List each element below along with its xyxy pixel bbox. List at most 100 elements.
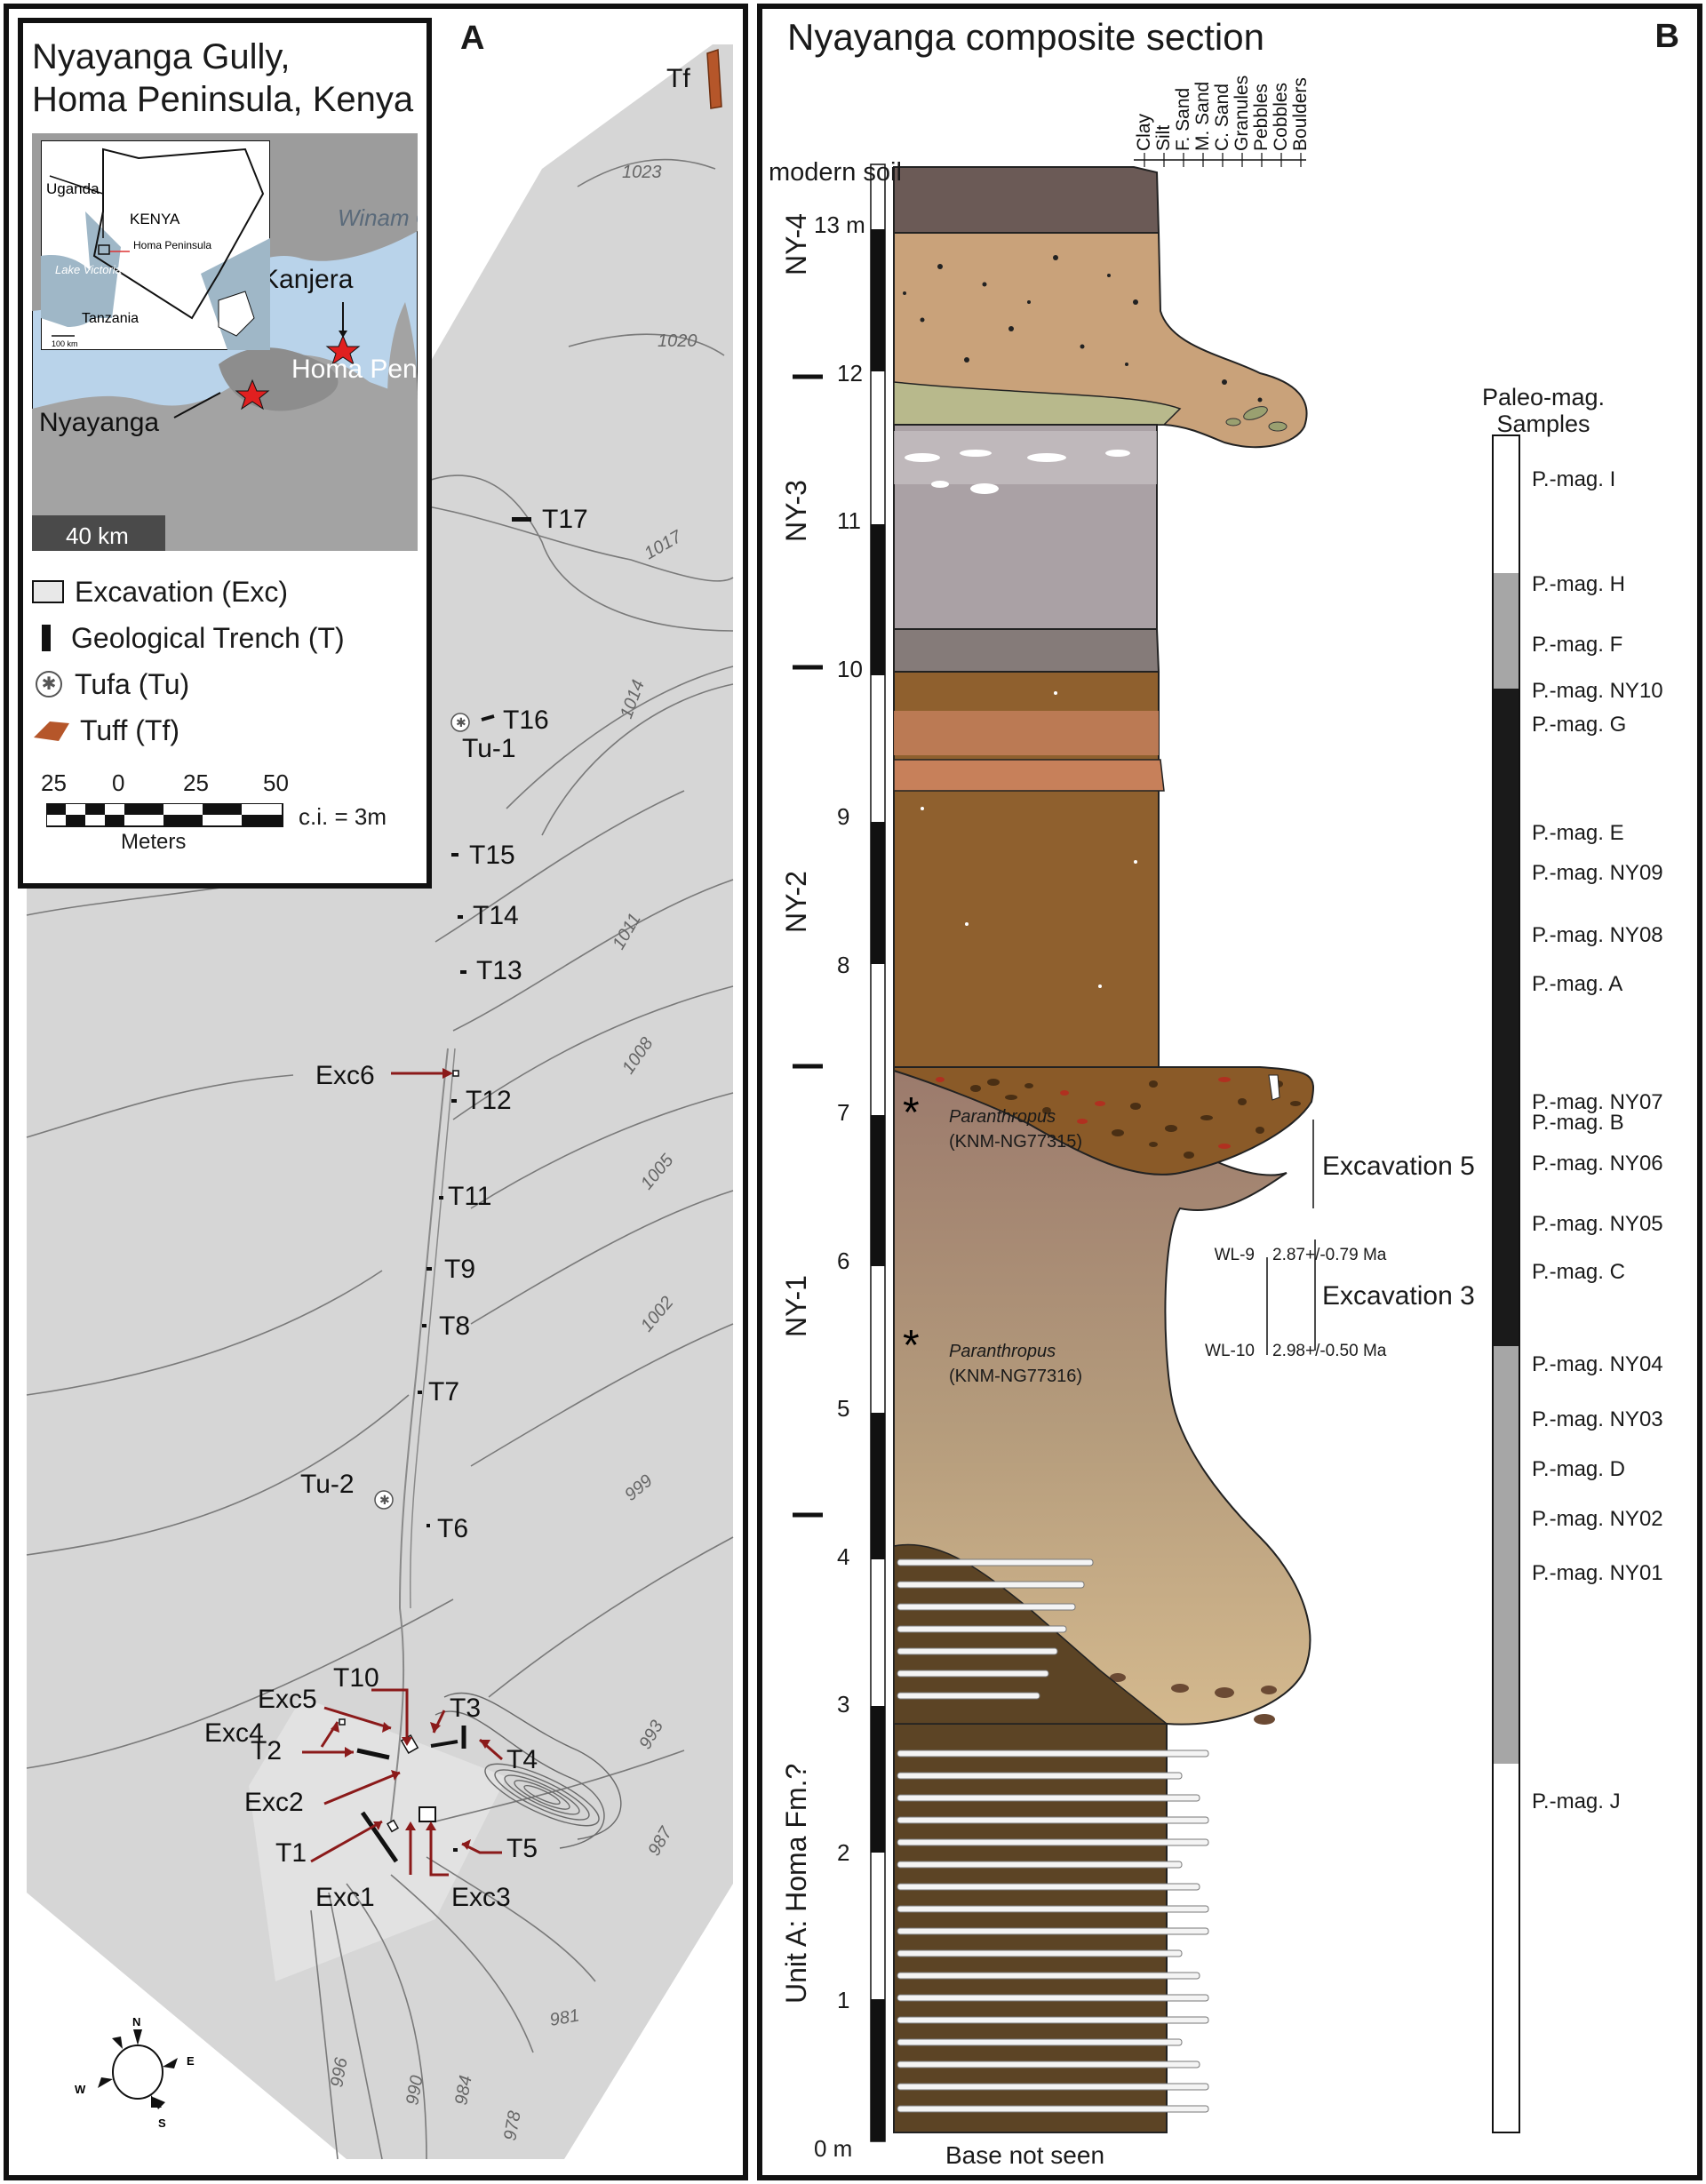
legend-label: Geological Trench (T) <box>71 621 345 654</box>
meter-label: 10 <box>837 655 863 682</box>
paleomag-sample: P.-mag. C <box>1532 1260 1625 1284</box>
ny3-base-layer <box>893 628 1160 673</box>
lens-clasts <box>936 1077 1301 1159</box>
excavation-label: Exc6 <box>315 1061 375 1090</box>
trench-marker <box>422 1324 426 1327</box>
fossil-bone-icon <box>1268 1074 1280 1101</box>
white-interbed <box>897 1816 1209 1824</box>
base-label: Base not seen <box>945 2141 1105 2169</box>
trench-marker <box>426 1267 432 1271</box>
tufa-icon <box>450 713 470 732</box>
white-interbed <box>897 1750 1209 1758</box>
legend-inset-box: Nyayanga Gully, Homa Peninsula, Kenya Wi… <box>18 18 432 889</box>
inset-scale-label: 100 km <box>52 339 78 348</box>
meter-label: 5 <box>837 1395 850 1422</box>
trench-marker <box>426 1524 430 1527</box>
unit-label: NY-3 <box>780 480 812 542</box>
trench-label: T7 <box>428 1377 459 1407</box>
tufa-label: Tu-1 <box>462 734 516 763</box>
map-title-line: Nyayanga Gully, <box>32 37 291 76</box>
trench-label: T4 <box>506 1745 538 1774</box>
compass-e: E <box>187 2054 195 2068</box>
compass-rose: N E S W <box>75 2015 195 2130</box>
scale-bar: 25 0 25 50 Meters c.i. = 3m <box>41 769 432 876</box>
trench-marker <box>481 714 495 721</box>
paleomag-sample: P.-mag. E <box>1532 821 1624 845</box>
trench-label: T9 <box>444 1255 475 1284</box>
white-interbed <box>897 1972 1200 1980</box>
meter-label: 0 m <box>814 2134 853 2162</box>
white-interbed <box>897 2105 1209 2113</box>
excavation-marker <box>452 1070 459 1077</box>
paleomag-sample: P.-mag. NY08 <box>1532 923 1663 947</box>
unit-label: NY-2 <box>780 871 812 933</box>
paleomag-sample: P.-mag. D <box>1532 1457 1625 1481</box>
ny2-red-band <box>894 711 1159 755</box>
trench-label: T6 <box>437 1514 468 1543</box>
white-interbed <box>897 1883 1200 1891</box>
scale-unit: Meters <box>121 830 187 854</box>
legend-label: Tuff (Tf) <box>80 713 179 746</box>
paleomag-sample: P.-mag. NY04 <box>1532 1352 1663 1376</box>
white-interbed <box>897 1994 1209 2002</box>
country-inset: Uganda KENYA Lake Victoria Homa Peninsul… <box>41 140 270 350</box>
white-interbed <box>897 1861 1183 1869</box>
trench-label: T13 <box>476 956 522 985</box>
grain-size-label: F. Sand <box>1173 88 1193 151</box>
lens-clast <box>987 1079 1000 1086</box>
paleomag-sample: P.-mag. NY09 <box>1532 861 1663 885</box>
trench-label: T10 <box>333 1663 379 1693</box>
scale-bar-graphic <box>46 803 283 827</box>
white-interbed <box>897 1625 1067 1633</box>
excavation-label: Exc5 <box>258 1685 317 1714</box>
trench-marker <box>458 915 463 919</box>
white-interbed <box>897 1949 1183 1957</box>
paleomag-sample: P.-mag. B <box>1532 1111 1624 1135</box>
legend-item-tufa: ✱ Tufa (Tu) <box>32 661 423 707</box>
tufa-icon: ✱ <box>36 671 62 697</box>
meter-label: 8 <box>837 951 850 978</box>
excavation-marker <box>387 1819 399 1833</box>
ny2-specks <box>921 691 1137 988</box>
legend-item-trench: Geological Trench (T) <box>32 615 423 661</box>
excavation5-lens <box>893 1066 1315 1176</box>
lens-clast <box>1200 1115 1213 1120</box>
paleomag-sample: P.-mag. G <box>1532 713 1627 737</box>
compass-s: S <box>158 2116 166 2130</box>
paleomag-sample: P.-mag. NY10 <box>1532 679 1663 703</box>
section-title: Nyayanga composite section <box>787 16 1264 58</box>
grain-size-label: Silt <box>1153 125 1174 151</box>
meter-label: 11 <box>837 507 861 534</box>
paleomag-column <box>1492 434 1520 2133</box>
scale-label: 40 km <box>66 522 129 549</box>
panel-letter: B <box>1654 18 1679 55</box>
trench-marker <box>418 1391 422 1394</box>
meter-label: 7 <box>837 1099 850 1126</box>
fossil-asterisk: * <box>903 1322 920 1369</box>
uganda-label: Uganda <box>46 180 100 197</box>
grain-size-label: Clay <box>1134 113 1154 151</box>
grain-size-label: Boulders <box>1290 77 1311 151</box>
scale-tick: 25 <box>41 769 67 796</box>
white-interbed <box>897 1647 1058 1655</box>
white-interbed <box>897 1692 1040 1700</box>
fossil-genus: Paranthropus <box>949 1342 1056 1361</box>
lens-clast <box>1184 1152 1194 1159</box>
unit-label: NY-1 <box>780 1275 812 1337</box>
lens-clast <box>1060 1090 1069 1096</box>
lens-clast <box>1095 1101 1105 1106</box>
meter-label: 4 <box>837 1542 850 1570</box>
white-interbed <box>897 2016 1209 2024</box>
paleomag-sample: P.-mag. NY03 <box>1532 1407 1663 1431</box>
meter-label: 2 <box>837 1838 850 1866</box>
map-title: Nyayanga Gully, Homa Peninsula, Kenya <box>32 36 413 121</box>
paleomag-sample: P.-mag. A <box>1532 972 1623 996</box>
modern-soil-label: modern soil <box>769 158 902 187</box>
trench-marker <box>512 517 531 522</box>
trench-label: T12 <box>466 1086 512 1115</box>
tuff-icon <box>34 721 69 741</box>
lower-site-cluster: T10 T3 T4 T5 T2 T1 Exc5 Exc4 Exc2 Exc1 E… <box>204 1663 538 1912</box>
grain-size-label: M. Sand <box>1192 82 1213 151</box>
